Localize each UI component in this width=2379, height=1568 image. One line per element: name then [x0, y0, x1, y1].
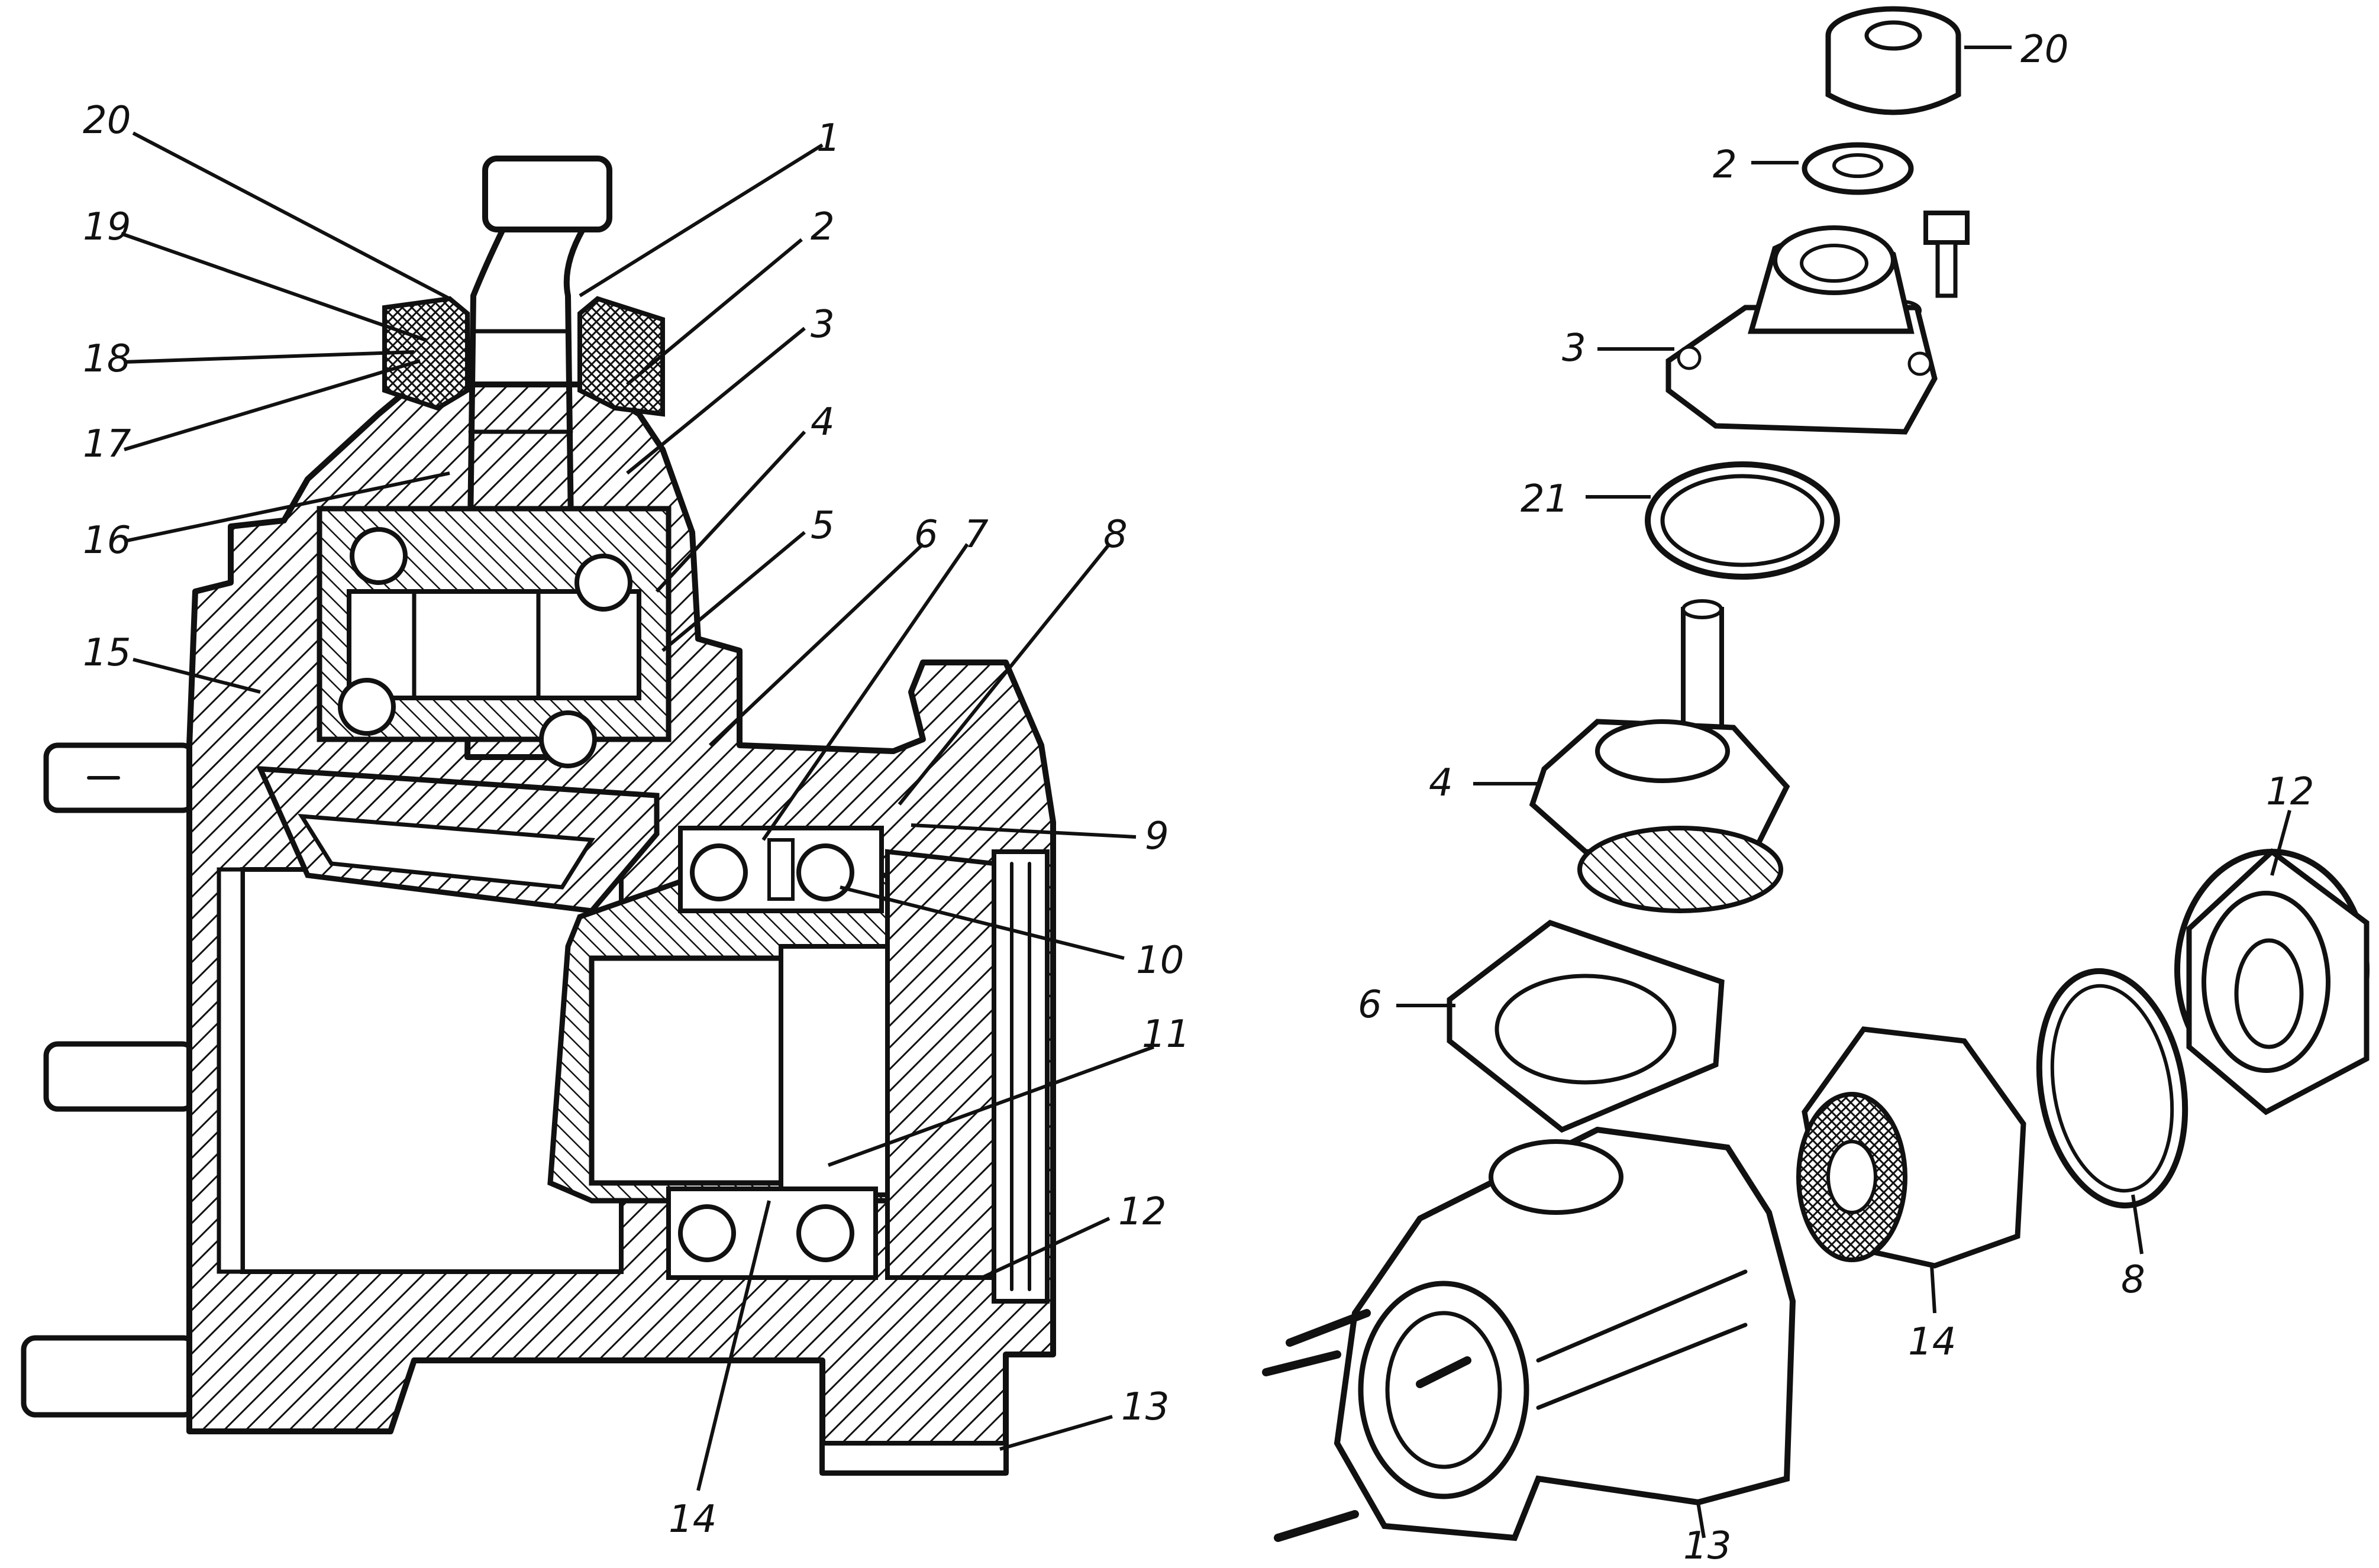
- callout-left-11: 11: [1142, 1013, 1190, 1056]
- part-3-cover: [1665, 225, 1938, 435]
- callout-labels: 20 19 18 17 16 15 1 2 3 4 5 6 7 8 9 10 1…: [83, 28, 2314, 1568]
- bearing-ball: [338, 678, 396, 736]
- bearing-ball: [350, 527, 408, 585]
- callout-right-12: 12: [2266, 770, 2314, 814]
- callout-left-18: 18: [83, 337, 131, 381]
- callout-left-3: 3: [811, 303, 835, 347]
- part-14-bevel-gear: [1796, 1026, 2026, 1269]
- leader-lines: [121, 46, 2291, 1538]
- callout-left-9: 9: [1145, 814, 1169, 858]
- seal-cap: [382, 296, 665, 417]
- callout-right-21: 21: [1521, 477, 1568, 521]
- callout-left-5: 5: [811, 504, 835, 548]
- callout-right-3: 3: [1562, 326, 1586, 370]
- callout-right-2: 2: [1713, 143, 1737, 187]
- callout-left-1: 1: [816, 117, 841, 160]
- callout-right-13: 13: [1683, 1524, 1731, 1568]
- part-2-washer: [1802, 142, 1914, 195]
- callout-left-15: 15: [83, 631, 131, 675]
- exploded-view: [1262, 6, 2370, 1542]
- callout-left-2: 2: [811, 205, 835, 249]
- output-bore: [589, 955, 790, 1186]
- bearing-ball: [796, 1204, 854, 1262]
- bearing-ball: [574, 554, 632, 612]
- callout-left-16: 16: [83, 519, 131, 562]
- section-view: [21, 156, 1056, 1476]
- callout-right-8: 8: [2121, 1258, 2145, 1302]
- callout-right-14: 14: [1908, 1320, 1956, 1364]
- callout-left-20: 20: [83, 99, 131, 143]
- mounting-studs: [21, 742, 198, 1418]
- callout-left-8: 8: [1103, 513, 1128, 557]
- callout-left-7: 7: [964, 513, 989, 557]
- callout-right-6: 6: [1358, 983, 1382, 1027]
- callout-left-4: 4: [811, 400, 835, 444]
- callout-right-4: 4: [1429, 761, 1453, 805]
- bearing-ball: [796, 843, 854, 901]
- callout-left-19: 19: [83, 205, 131, 249]
- callout-left-14: 14: [669, 1498, 716, 1541]
- callout-left-13: 13: [1121, 1385, 1169, 1429]
- callout-left-6: 6: [914, 513, 938, 557]
- bearing-ball: [678, 1204, 736, 1262]
- bearing-ball: [690, 843, 748, 901]
- part-20-nut: [1825, 6, 1961, 115]
- callout-right-20: 20: [2020, 28, 2068, 72]
- bearing-ball: [539, 710, 597, 768]
- callout-left-12: 12: [1118, 1190, 1166, 1234]
- part-8-ring: [2036, 968, 2188, 1209]
- part-21-ring: [1645, 461, 1840, 580]
- part-12-cover: [2174, 848, 2370, 1116]
- part-6-gasket: [1447, 919, 1725, 1133]
- callout-left-17: 17: [83, 422, 131, 466]
- callout-left-10: 10: [1136, 939, 1184, 982]
- part-13-housing: [1262, 1126, 1796, 1542]
- part-4-pinion-assembly: [1529, 599, 1790, 913]
